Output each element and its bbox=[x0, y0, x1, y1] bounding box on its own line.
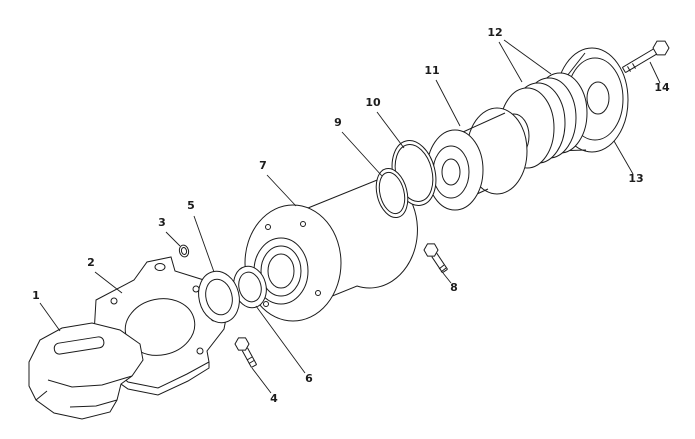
leader-line-14 bbox=[649, 61, 661, 84]
bracket-detail-lines bbox=[35, 390, 118, 408]
hub-front-flange bbox=[426, 129, 484, 211]
bolt-head bbox=[652, 40, 670, 56]
bolt-threads bbox=[246, 356, 255, 364]
seal-inner-edge bbox=[205, 278, 233, 316]
housing-bore-middle bbox=[260, 245, 302, 297]
leader-line-8 bbox=[442, 272, 452, 284]
snap-ring-inner-edge bbox=[180, 247, 188, 255]
bolt-shaft-edge bbox=[436, 253, 448, 270]
part-label-2: 2 bbox=[87, 256, 95, 269]
leader-line-12b bbox=[503, 39, 552, 75]
plate-tab-slot bbox=[154, 263, 166, 271]
bolt-head bbox=[234, 337, 250, 351]
callout-leaders bbox=[39, 39, 661, 394]
part-3-snap-ring bbox=[178, 244, 190, 258]
bolt-shaft-edge bbox=[241, 350, 252, 368]
leader-line-9 bbox=[341, 131, 383, 177]
hub-bore bbox=[441, 158, 461, 186]
part-6-seal-ring bbox=[233, 265, 267, 309]
face-bolt-hole bbox=[315, 290, 321, 296]
part-1-base-bracket bbox=[28, 322, 144, 420]
plate-bolt-hole bbox=[110, 297, 118, 305]
part-label-3: 3 bbox=[158, 216, 166, 229]
o-ring-inner-edge bbox=[378, 171, 406, 215]
part-label-7: 7 bbox=[259, 159, 267, 172]
leader-line-1 bbox=[39, 302, 61, 332]
bolt-tip bbox=[251, 364, 257, 368]
plate-bolt-hole bbox=[196, 347, 204, 355]
leader-line-4 bbox=[251, 367, 272, 394]
bracket-inner-edge bbox=[47, 375, 133, 388]
leader-line-12a bbox=[498, 41, 523, 83]
leader-line-3 bbox=[165, 231, 181, 247]
pulley-top-edge bbox=[566, 52, 586, 77]
leader-line-6 bbox=[255, 305, 306, 374]
bolt-threads bbox=[627, 63, 636, 72]
bracket-outline bbox=[28, 322, 144, 420]
leader-line-10 bbox=[376, 111, 405, 149]
leader-line-7 bbox=[266, 174, 297, 207]
bolt-head bbox=[423, 243, 439, 257]
part-label-14: 14 bbox=[654, 81, 670, 94]
part-label-11: 11 bbox=[424, 64, 439, 77]
part-8-hex-bolt bbox=[423, 243, 448, 274]
part-label-5: 5 bbox=[187, 199, 195, 212]
part-4-hex-bolt bbox=[234, 337, 258, 368]
part-label-13: 13 bbox=[628, 172, 643, 185]
part-label-10: 10 bbox=[365, 96, 381, 109]
callout-labels: 1 2 3 4 5 6 7 8 9 10 11 12 13 14 bbox=[32, 26, 670, 405]
snap-ring-outer-edge bbox=[178, 244, 190, 258]
hub-top-edge bbox=[462, 112, 506, 133]
part-label-4: 4 bbox=[270, 392, 278, 405]
part-9-o-ring bbox=[375, 167, 409, 219]
housing-bore-inner bbox=[267, 253, 295, 289]
bolt-shaft-edge bbox=[622, 48, 654, 68]
leader-line-13 bbox=[613, 140, 634, 175]
bolt-threads bbox=[438, 264, 447, 273]
seal-inner-edge bbox=[238, 271, 262, 303]
part-label-9: 9 bbox=[334, 116, 342, 129]
part-label-12: 12 bbox=[487, 26, 502, 39]
leader-line-2 bbox=[94, 271, 123, 294]
face-bolt-hole bbox=[263, 301, 269, 307]
bolt-tip bbox=[442, 268, 448, 274]
pulley-center-bore bbox=[586, 81, 610, 115]
part-label-1: 1 bbox=[32, 289, 40, 302]
face-bolt-hole bbox=[265, 224, 271, 230]
part-14-hex-bolt bbox=[621, 40, 670, 74]
bolt-shaft-edge bbox=[625, 53, 657, 74]
bolt-tip bbox=[621, 67, 626, 73]
part-label-8: 8 bbox=[450, 281, 458, 294]
bracket-slot bbox=[53, 336, 105, 355]
part-7-cylinder-housing bbox=[244, 175, 418, 322]
leader-line-5 bbox=[193, 215, 215, 273]
face-bolt-hole bbox=[300, 221, 306, 227]
leader-line-11 bbox=[435, 79, 461, 127]
part-label-6: 6 bbox=[305, 372, 313, 385]
bolt-shaft-edge bbox=[431, 256, 443, 273]
bolt-shaft-edge bbox=[247, 347, 258, 365]
part-5-seal-ring bbox=[198, 270, 240, 324]
part-11-clutch-hub bbox=[426, 107, 528, 211]
